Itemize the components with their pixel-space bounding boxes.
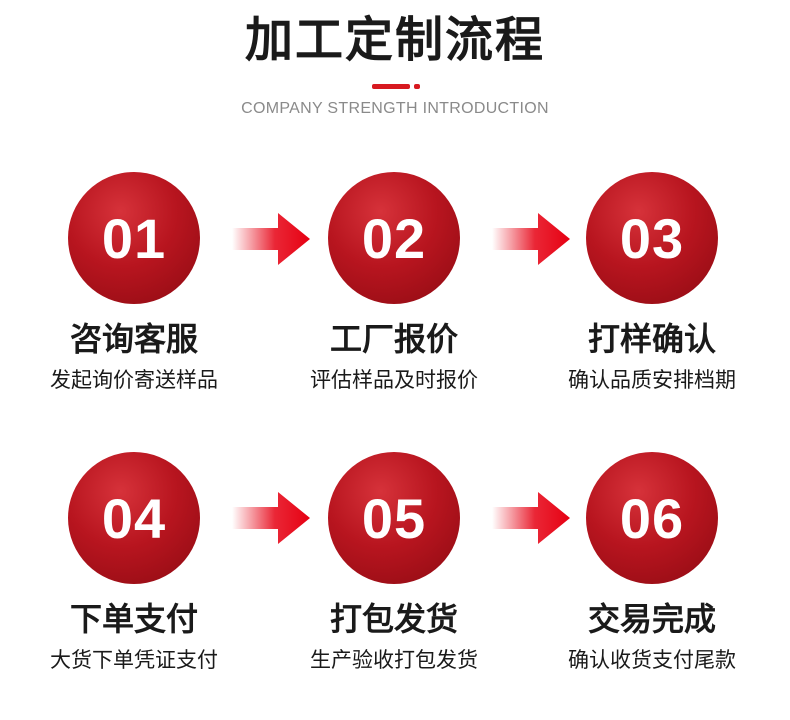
step-number-badge: 02	[328, 172, 460, 304]
step-description: 确认品质安排档期	[568, 368, 736, 392]
step-6: 06 交易完成 确认收货支付尾款	[542, 452, 762, 674]
step-number-badge: 01	[68, 172, 200, 304]
step-description: 评估样品及时报价	[310, 368, 478, 392]
step-2: 02 工厂报价 评估样品及时报价	[284, 172, 504, 394]
step-title: 咨询客服	[69, 320, 198, 358]
step-number-badge: 04	[68, 452, 200, 584]
title-underline	[372, 84, 410, 89]
right-arrow-icon	[232, 213, 310, 265]
step-title: 打样确认	[587, 320, 716, 358]
step-number-badge: 05	[328, 452, 460, 584]
title-underline-dot	[414, 84, 420, 89]
step-5: 05 打包发货 生产验收打包发货	[284, 452, 504, 674]
step-title: 交易完成	[587, 600, 716, 638]
step-number-badge: 06	[586, 452, 718, 584]
step-title: 工厂报价	[329, 320, 458, 358]
step-description: 生产验收打包发货	[310, 648, 478, 672]
step-description: 发起询价寄送样品	[50, 368, 218, 392]
step-title: 下单支付	[69, 600, 198, 638]
step-description: 确认收货支付尾款	[568, 648, 736, 672]
page-subtitle: COMPANY STRENGTH INTRODUCTION	[241, 100, 549, 117]
step-description: 大货下单凭证支付	[50, 648, 218, 672]
right-arrow-icon	[492, 492, 570, 544]
step-title: 打包发货	[329, 600, 458, 638]
right-arrow-icon	[492, 213, 570, 265]
right-arrow-icon	[232, 492, 310, 544]
step-4: 04 下单支付 大货下单凭证支付	[24, 452, 244, 674]
step-3: 03 打样确认 确认品质安排档期	[542, 172, 762, 394]
page-title: 加工定制流程	[244, 12, 545, 68]
step-1: 01 咨询客服 发起询价寄送样品	[24, 172, 244, 394]
step-number-badge: 03	[586, 172, 718, 304]
